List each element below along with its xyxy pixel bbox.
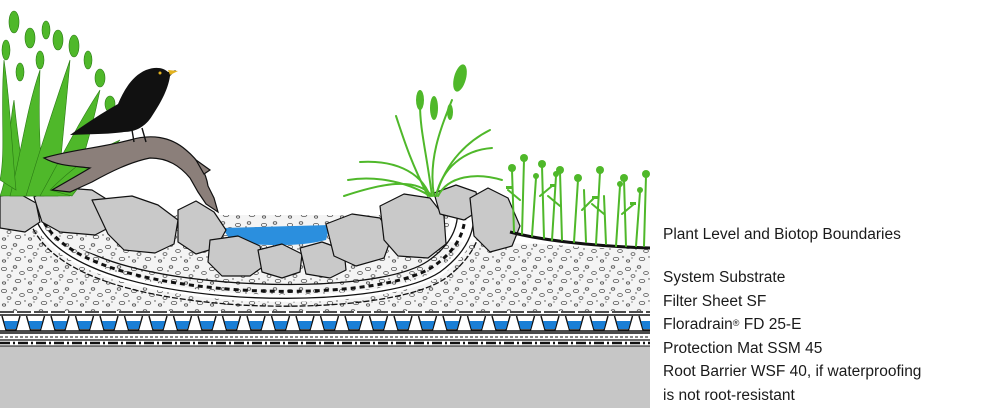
drain-cup: [613, 315, 634, 331]
drain-cup: [197, 315, 217, 331]
concrete-slab: [0, 346, 650, 408]
drain-cup: [50, 315, 70, 331]
drain-water: [494, 321, 508, 329]
drain-cup: [99, 315, 119, 331]
drain-water: [298, 321, 312, 329]
drain-water: [445, 321, 459, 329]
label-plant-level: Plant Level and Biotop Boundaries: [663, 226, 901, 243]
label-root-barrier-line2: is not root-resistant: [663, 386, 795, 404]
meadow-plants: [507, 159, 647, 247]
label-system-substrate: System Substrate: [663, 269, 786, 286]
drain-water: [224, 321, 239, 329]
legend-plant-level: Plant Level and Biotop Boundaries: [663, 223, 901, 247]
registered-mark: ®: [732, 318, 740, 328]
label-root-barrier-line1: Root Barrier WSF 40, if waterproofing: [663, 363, 922, 380]
drain-water: [641, 321, 650, 329]
plant-ground-line: [509, 230, 650, 250]
label-protection-mat: Protection Mat SSM 45: [663, 339, 823, 357]
drain-water: [322, 321, 337, 329]
drain-water: [77, 321, 92, 329]
drain-water: [420, 321, 435, 329]
drain-water: [249, 321, 263, 329]
drain-cup: [123, 315, 144, 331]
drain-cup: [393, 315, 413, 331]
drain-water: [567, 321, 582, 329]
drain-water: [592, 321, 606, 329]
drain-cup: [246, 315, 266, 331]
drain-cup: [589, 315, 609, 331]
green-roof-cross-section: [0, 10, 650, 408]
drain-cup: [344, 315, 364, 331]
blackbird-icon: [70, 67, 178, 143]
drain-water: [396, 321, 410, 329]
meadow-flowers: [506, 154, 650, 205]
drain-cup: [25, 315, 46, 331]
legend-layers: System Substrate Filter Sheet SF Floradr…: [663, 266, 921, 407]
floradrain-name: Floradrain: [663, 316, 733, 333]
floradrain-layer: [0, 314, 650, 332]
drain-water: [4, 321, 18, 329]
drain-water: [543, 321, 557, 329]
grass-tuft-icon: [343, 99, 503, 197]
drain-water: [273, 321, 288, 329]
drain-cup: [491, 315, 511, 331]
drain-cup: [148, 315, 168, 331]
drain-water: [347, 321, 361, 329]
drain-cup: [74, 315, 95, 331]
drain-water: [469, 321, 484, 329]
drain-water: [371, 321, 386, 329]
drain-cup: [1, 315, 21, 331]
seed-heads: [416, 64, 467, 120]
drain-water: [126, 321, 141, 329]
drain-water: [175, 321, 190, 329]
drain-cup: [319, 315, 340, 331]
label-floradrain: Floradrain® FD 25-E: [663, 313, 921, 337]
drain-water: [200, 321, 214, 329]
drain-water: [102, 321, 116, 329]
drain-cup: [368, 315, 389, 331]
drain-cup: [564, 315, 585, 331]
drain-cup: [172, 315, 193, 331]
drain-cup: [638, 315, 650, 331]
drain-cup: [515, 315, 536, 331]
drain-cup: [270, 315, 291, 331]
floradrain-model: FD 25-E: [739, 316, 802, 333]
drain-cup: [417, 315, 438, 331]
drain-cup: [466, 315, 487, 331]
drain-water: [151, 321, 165, 329]
drain-water: [616, 321, 631, 329]
drain-cup: [221, 315, 242, 331]
drain-cup: [442, 315, 462, 331]
drain-water: [518, 321, 533, 329]
driftwood-icon: [42, 136, 220, 214]
label-filter-sheet: Filter Sheet SF: [663, 292, 767, 310]
drain-water: [28, 321, 43, 329]
stone-icon: [0, 184, 521, 279]
protection-mat-layer: [0, 332, 650, 347]
drain-water: [53, 321, 67, 329]
drain-cup: [295, 315, 315, 331]
drain-cup: [540, 315, 560, 331]
pond-water: [222, 225, 330, 246]
